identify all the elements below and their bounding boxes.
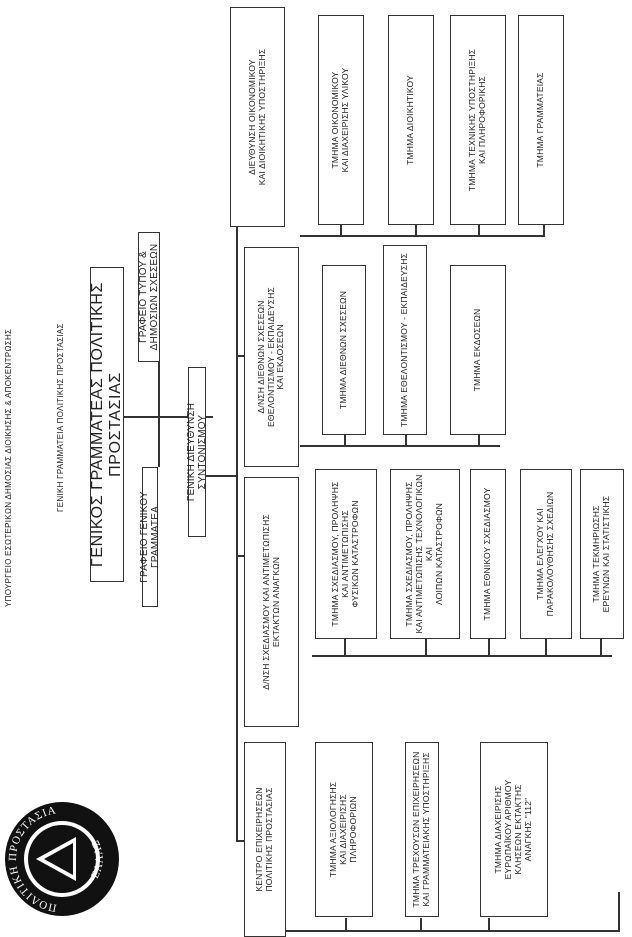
department-box: ΤΜΗΜΑ ΔΙΟΙΚΗΤΙΚΟΥ [388, 15, 434, 225]
secretariat-heading: ΓΕΝΙΚΗ ΓΡΑΜΜΑΤΕΙΑ ΠΟΛΙΤΙΚΗΣ ΠΡΟΣΤΑΣΙΑΣ [56, 323, 65, 512]
department-box: ΤΜΗΜΑ ΣΧΕΔΙΑΣΜΟΥ, ΠΡΟΛΗΨΗΣ ΚΑΙ ΑΝΤΙΜΕΤΩΠ… [315, 469, 377, 639]
connector-line [618, 892, 620, 932]
department-box: ΤΜΗΜΑ ΣΧΕΔΙΑΣΜΟΥ, ΠΡΟΛΗΨΗΣ ΚΑΙ ΑΝΤΙΜΕΤΩΠ… [390, 469, 460, 639]
connector-line [425, 639, 427, 657]
branch-box-4: ΔΙΕΥΘΥΝΣΗ ΟΙΚΟΝΟΜΙΚΟΥ ΚΑΙ ΔΙΟΙΚΗΤΙΚΗΣ ΥΠ… [230, 7, 285, 227]
department-box: ΤΜΗΜΑ ΑΞΙΟΛΟΓΗΣΗΣ ΚΑΙ ΔΙΑΧΕΙΡΙΣΗΣ ΠΛΗΡΟΦ… [315, 742, 373, 917]
department-box: ΤΜΗΜΑ ΕΘΝΙΚΟΥ ΣΧΕΔΙΑΣΜΟΥ [470, 469, 506, 639]
gs-office-box: ΓΡΑΦΕΙΟ ΓΕΝΙΚΟΥ ΓΡΑΜΜΑΤΕΑ [139, 467, 161, 607]
connector-line [260, 930, 620, 932]
general-directorate-box: ΓΕΝΙΚΗ ΔΙΕΥΘΥΝΣΗ ΣΥΝΤΟΝΙΣΜΟΥ [186, 367, 208, 537]
connector-line [488, 639, 490, 657]
secretary-general-box: ΓΕΝΙΚΟΣ ΓΡΑΜΜΑΤΕΑΣ ΠΟΛΙΤΙΚΗΣ ΠΡΟΣΤΑΣΙΑΣ [89, 267, 124, 582]
connector-line [344, 639, 346, 657]
department-box: ΤΜΗΜΑ ΔΙΑΧΕΙΡΙΣΗΣ ΕΥΡΩΠΑΪΚΟΥ ΑΡΙΘΜΟΥ ΚΛΗ… [480, 742, 548, 917]
department-box: ΤΜΗΜΑ ΤΕΚΜΗΡΙΩΣΗΣ ΕΡΕΥΝΩΝ ΚΑΙ ΣΤΑΤΙΣΤΙΚΗ… [580, 469, 624, 639]
ministry-heading: ΥΠΟΥΡΓΕΙΟ ΕΣΩΤΕΡΙΚΩΝ ΔΗΜΟΣΙΑΣ ΔΙΟΙΚΗΣΗΣ … [4, 328, 13, 607]
connector-line [405, 435, 407, 447]
connector-line [543, 225, 545, 237]
department-box: ΤΜΗΜΑ ΤΕΧΝΙΚΗΣ ΥΠΟΣΤΗΡΙΞΗΣ ΚΑΙ ΠΛΗΡΟΦΟΡΙ… [450, 15, 506, 225]
connector-line [236, 355, 244, 357]
connector-line [236, 840, 244, 842]
connector-line [158, 362, 160, 467]
connector-line [300, 445, 500, 447]
seal-logo: ΠΟΛΙΤΙΚΗ ΠΡΟΣΤΑΣΙΑ ΕΛΛΑΣ [5, 802, 119, 916]
branch-box-3: Δ/ΝΣΗ ΔΙΕΘΝΩΝ ΣΧΕΣΕΩΝ ΕΘΕΛΟΝΤΙΣΜΟΥ - ΕΚΠ… [244, 247, 299, 467]
press-office-box: ΓΡΑΦΕΙΟ ΤΥΠΟΥ & ΔΗΜΟΣΙΩΝ ΣΧΕΣΕΩΝ [138, 232, 160, 362]
connector-line [344, 435, 346, 447]
department-box: ΤΜΗΜΑ ΤΡΕΧΟΥΣΩΝ ΕΠΙΧΕΙΡΗΣΕΩΝ ΚΑΙ ΓΡΑΜΜΑΤ… [405, 742, 439, 917]
department-box: ΤΜΗΜΑ ΕΛΕΓΧΟΥ ΚΑΙ ΠΑΡΑΚΟΛΟΥΘΗΣΗΣ ΣΧΕΔΙΩΝ [520, 469, 572, 639]
branch-box-1: ΚΕΝΤΡΟ ΕΠΙΧΕΙΡΗΣΕΩΝ ΠΟΛΙΤΙΚΗΣ ΠΡΟΣΤΑΣΙΑΣ [244, 742, 286, 937]
connector-line [478, 435, 480, 447]
seal-bottom-text: ΕΛΛΑΣ [89, 838, 105, 881]
department-box: ΤΜΗΜΑ ΔΙΕΘΝΩΝ ΣΧΕΣΕΩΝ [322, 265, 366, 435]
branch-box-2: Δ/ΝΣΗ ΣΧΕΔΙΑΣΜΟΥ ΚΑΙ ΑΝΤΙΜΕΤΩΠΙΣΗΣ ΕΚΤΑΚ… [244, 477, 299, 727]
connector-line [236, 555, 244, 557]
connector-line [478, 225, 480, 237]
connector-line [300, 235, 545, 237]
department-box: ΤΜΗΜΑ ΕΚΔΟΣΕΩΝ [450, 265, 506, 435]
connector-line [488, 918, 490, 932]
connector-line [312, 655, 612, 657]
connector-line [545, 639, 547, 657]
department-box: ΤΜΗΜΑ ΟΙΚΟΝΟΜΙΚΟΥ ΚΑΙ ΔΙΑΧΕΙΡΙΣΗΣ ΥΛΙΚΟΥ [318, 15, 364, 225]
department-box: ΤΜΗΜΑ ΕΘΕΛΟΝΤΙΣΜΟΥ - ΕΚΠΑΙΔΕΥΣΗΣ [383, 245, 427, 435]
connector-line [340, 225, 342, 237]
connector-line [420, 918, 422, 932]
connector-line [345, 918, 347, 932]
connector-line [600, 639, 602, 657]
connector-line [415, 225, 417, 237]
department-box: ΤΜΗΜΑ ΓΡΑΜΜΑΤΕΙΑΣ [518, 15, 564, 225]
